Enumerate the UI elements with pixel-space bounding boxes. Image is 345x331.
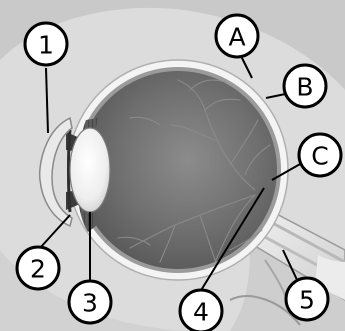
callout-c: C xyxy=(299,134,341,176)
callout-5: 5 xyxy=(286,278,328,320)
callout-3: 3 xyxy=(69,281,111,323)
callout-1: 1 xyxy=(25,23,67,65)
callout-b: B xyxy=(284,65,326,107)
callout-1-label: 1 xyxy=(38,31,54,60)
callout-b-label: B xyxy=(296,73,313,102)
callout-a-label: A xyxy=(228,23,245,52)
callout-4: 4 xyxy=(180,290,222,331)
callout-2: 2 xyxy=(17,247,59,289)
callout-a: A xyxy=(216,15,258,57)
callout-5-label: 5 xyxy=(299,286,315,315)
callout-c-label: C xyxy=(311,142,328,171)
callout-4-label: 4 xyxy=(193,298,209,327)
callout-2-label: 2 xyxy=(30,255,46,284)
lens xyxy=(70,128,110,212)
callout-3-label: 3 xyxy=(82,289,98,318)
